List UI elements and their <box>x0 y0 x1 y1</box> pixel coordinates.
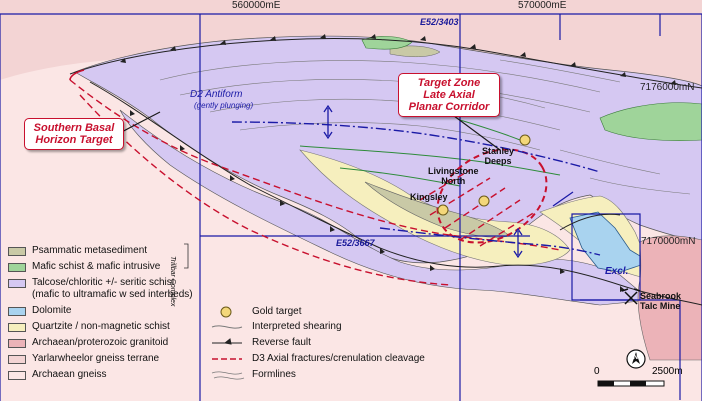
legend-reverse-fault: Reverse fault <box>252 337 311 348</box>
livingstone-north-label: Livingstone North <box>428 166 479 186</box>
gold-target-livingstone-north <box>478 195 490 207</box>
southern-basal-target-box: Southern Basal Horizon Target <box>24 118 124 150</box>
southern-target-line-2: Horizon Target <box>35 134 113 146</box>
antiform-note: (gently plunging) <box>194 101 254 110</box>
legend-d3-axial: D3 Axial fractures/crenulation cleavage <box>252 353 425 364</box>
d2-antiform-axis <box>231 121 601 173</box>
legend-mafic: Mafic schist & mafic intrusive <box>8 261 160 273</box>
mafic-east <box>599 102 702 141</box>
talcose-schist-south <box>119 109 651 306</box>
scale-start-label: 0 <box>594 366 600 377</box>
gold-targets <box>220 134 531 318</box>
legend-yarlarwheelor: Yarlarwheelor gneiss terrane <box>8 353 159 365</box>
livingstone-north-line-1: Livingstone <box>428 166 479 176</box>
legend-swatch-quartzite <box>8 322 26 332</box>
legend-swatch-psammatic <box>8 246 26 256</box>
legend-group-label: Trillbar Complex <box>169 256 176 307</box>
legend-swatch-yarlarwheelor <box>8 354 26 364</box>
legend-brace <box>184 243 189 269</box>
mine-symbol <box>621 288 641 305</box>
tenement-label-e52-3667: E52/3667 <box>336 238 375 248</box>
d3-axial-fractures <box>69 79 561 286</box>
target-zone-box: Target Zone Late Axial Planar Corridor <box>398 73 500 117</box>
scale-bar <box>597 380 665 387</box>
grid-easting-570000: 570000mE <box>518 0 567 11</box>
gold-target-stanley-deeps <box>519 134 531 146</box>
legend-talcose: Talcose/chloritic +/- seritic schist <box>8 277 175 289</box>
livingstone-north-line-2: North <box>441 176 466 186</box>
target-zone-line-1: Target Zone <box>417 77 481 89</box>
target-zone-ellipse <box>436 148 548 244</box>
southern-target-tip <box>69 69 85 81</box>
legend-quartzite: Quartzite / non-magnetic schist <box>8 321 170 333</box>
tenement-label-e52-3403: E52/3403 <box>420 17 459 27</box>
southern-target-line-1: Southern Basal <box>33 122 115 134</box>
legend-granitoid: Archaean/proterozoic granitoid <box>8 337 168 349</box>
gold-target-kingsley <box>437 204 449 216</box>
stanley-deeps-line-2: Deeps <box>484 156 512 166</box>
reverse-faults <box>69 37 702 306</box>
target-zone-line-2: Late Axial <box>423 89 475 101</box>
legend-psammatic: Psammatic metasediment <box>8 245 147 257</box>
north-arrow <box>626 349 646 369</box>
stanley-deeps-label: Stanley Deeps <box>482 146 514 166</box>
legend-dolomite: Dolomite <box>8 305 71 317</box>
psammatic-north <box>389 45 441 57</box>
seabrook-line-1: Seabrook <box>640 291 682 301</box>
legend-formlines: Formlines <box>252 369 296 380</box>
target-zone-line-3: Planar Corridor <box>408 101 490 113</box>
fold-arrows <box>323 104 574 259</box>
legend-swatch-mafic <box>8 262 26 272</box>
excl-label: Excl. <box>605 266 629 277</box>
reverse-fault-teeth <box>120 34 676 292</box>
legend-swatch-archaean-gneiss <box>8 370 26 380</box>
north-letter: N <box>633 354 639 361</box>
kingsley-label: Kingsley <box>410 192 448 202</box>
legend-gold-target: Gold target <box>252 306 302 317</box>
legend-gold-symbol <box>220 306 232 318</box>
legend-swatch-talcose <box>8 278 26 288</box>
antiform-label: D2 Antiform <box>190 89 243 100</box>
legend-swatch-dolomite <box>8 306 26 316</box>
grid-northing-7176000: 7176000mN <box>640 82 695 93</box>
grid-northing-7170000: 7170000mN <box>641 236 696 247</box>
legend-talcose-detail: (mafic to ultramafic w sed interbeds) <box>32 289 193 300</box>
scale-end-label: 2500m <box>652 366 683 377</box>
stanley-deeps-line-1: Stanley <box>482 146 515 156</box>
grid-easting-560000: 560000mE <box>232 0 281 11</box>
legend-archaean-gneiss: Archaean gneiss <box>8 369 107 381</box>
legend-symbols <box>211 325 245 380</box>
seabrook-label: Seabrook Talc Mine <box>640 291 681 311</box>
legend-interpreted-shearing: Interpreted shearing <box>252 321 342 332</box>
legend-swatch-granitoid <box>8 338 26 348</box>
seabrook-line-2: Talc Mine <box>640 301 681 311</box>
